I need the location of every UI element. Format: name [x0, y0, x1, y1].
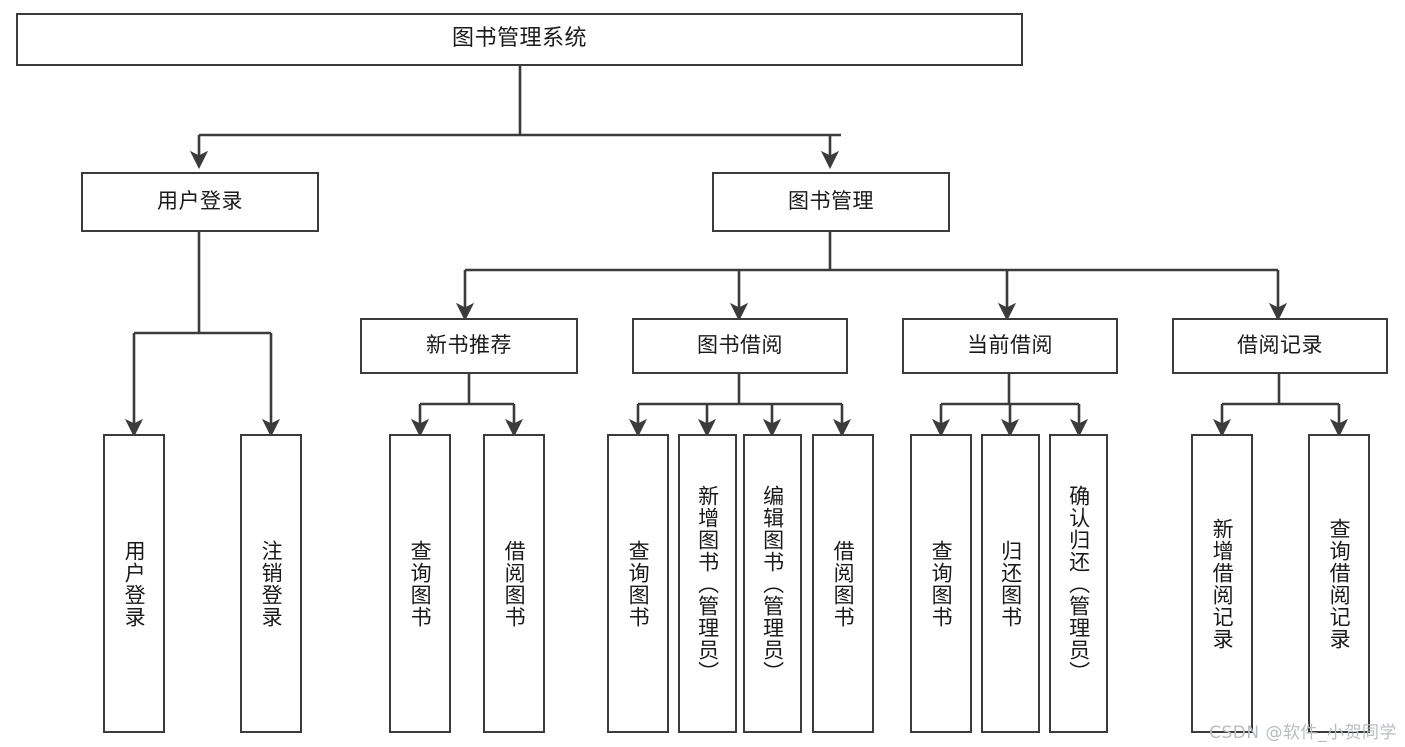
node-user-login[interactable]: 用户登录	[81, 172, 319, 232]
node-label: 归还图书	[998, 539, 1023, 628]
csdn-watermark: CSDN @软件_小贺同学	[1209, 723, 1397, 743]
leaf-current-confirm-return[interactable]: 确认归还（管理员）	[1049, 434, 1108, 733]
node-current-borrow[interactable]: 当前借阅	[902, 318, 1118, 374]
leaf-borrow-edit-book[interactable]: 编辑图书（管理员）	[743, 434, 802, 733]
node-label: 注销登录	[259, 539, 284, 628]
leaf-current-query-book[interactable]: 查询图书	[910, 434, 972, 733]
node-new-book-recommend[interactable]: 新书推荐	[360, 318, 578, 374]
node-label: 当前借阅	[967, 333, 1053, 358]
node-label: 借阅图书	[831, 539, 856, 628]
leaf-new-book-borrow[interactable]: 借阅图书	[483, 434, 545, 733]
node-label: 借阅图书	[502, 539, 527, 628]
leaf-current-return-book[interactable]: 归还图书	[981, 434, 1040, 733]
node-label: 借阅记录	[1237, 333, 1323, 358]
node-label: 图书管理	[788, 189, 874, 214]
node-root-system[interactable]: 图书管理系统	[16, 13, 1023, 66]
node-label: 图书借阅	[697, 333, 783, 358]
node-borrow-record[interactable]: 借阅记录	[1172, 318, 1388, 374]
node-label: 查询图书	[626, 539, 651, 628]
node-label: 用户登录	[157, 189, 243, 214]
node-label: 编辑图书（管理员）	[760, 484, 785, 683]
node-label: 查询图书	[408, 539, 433, 628]
node-label: 新增图书（管理员）	[695, 484, 720, 683]
leaf-borrow-add-book[interactable]: 新增图书（管理员）	[678, 434, 737, 733]
leaf-borrow-query-book[interactable]: 查询图书	[607, 434, 669, 733]
node-label: 查询借阅记录	[1327, 517, 1352, 650]
leaf-new-book-query[interactable]: 查询图书	[389, 434, 451, 733]
node-label: 新书推荐	[426, 333, 512, 358]
leaf-borrow-borrow-book[interactable]: 借阅图书	[812, 434, 874, 733]
leaf-record-add[interactable]: 新增借阅记录	[1191, 434, 1253, 733]
leaf-user-login[interactable]: 用户登录	[103, 434, 165, 733]
node-book-borrow[interactable]: 图书借阅	[632, 318, 848, 374]
node-label: 图书管理系统	[451, 26, 587, 52]
node-label: 用户登录	[122, 539, 147, 628]
leaf-logout[interactable]: 注销登录	[240, 434, 302, 733]
node-book-management[interactable]: 图书管理	[712, 172, 950, 232]
node-label: 确认归还（管理员）	[1066, 484, 1091, 683]
leaf-record-query[interactable]: 查询借阅记录	[1308, 434, 1370, 733]
node-label: 新增借阅记录	[1210, 517, 1235, 650]
node-label: 查询图书	[929, 539, 954, 628]
